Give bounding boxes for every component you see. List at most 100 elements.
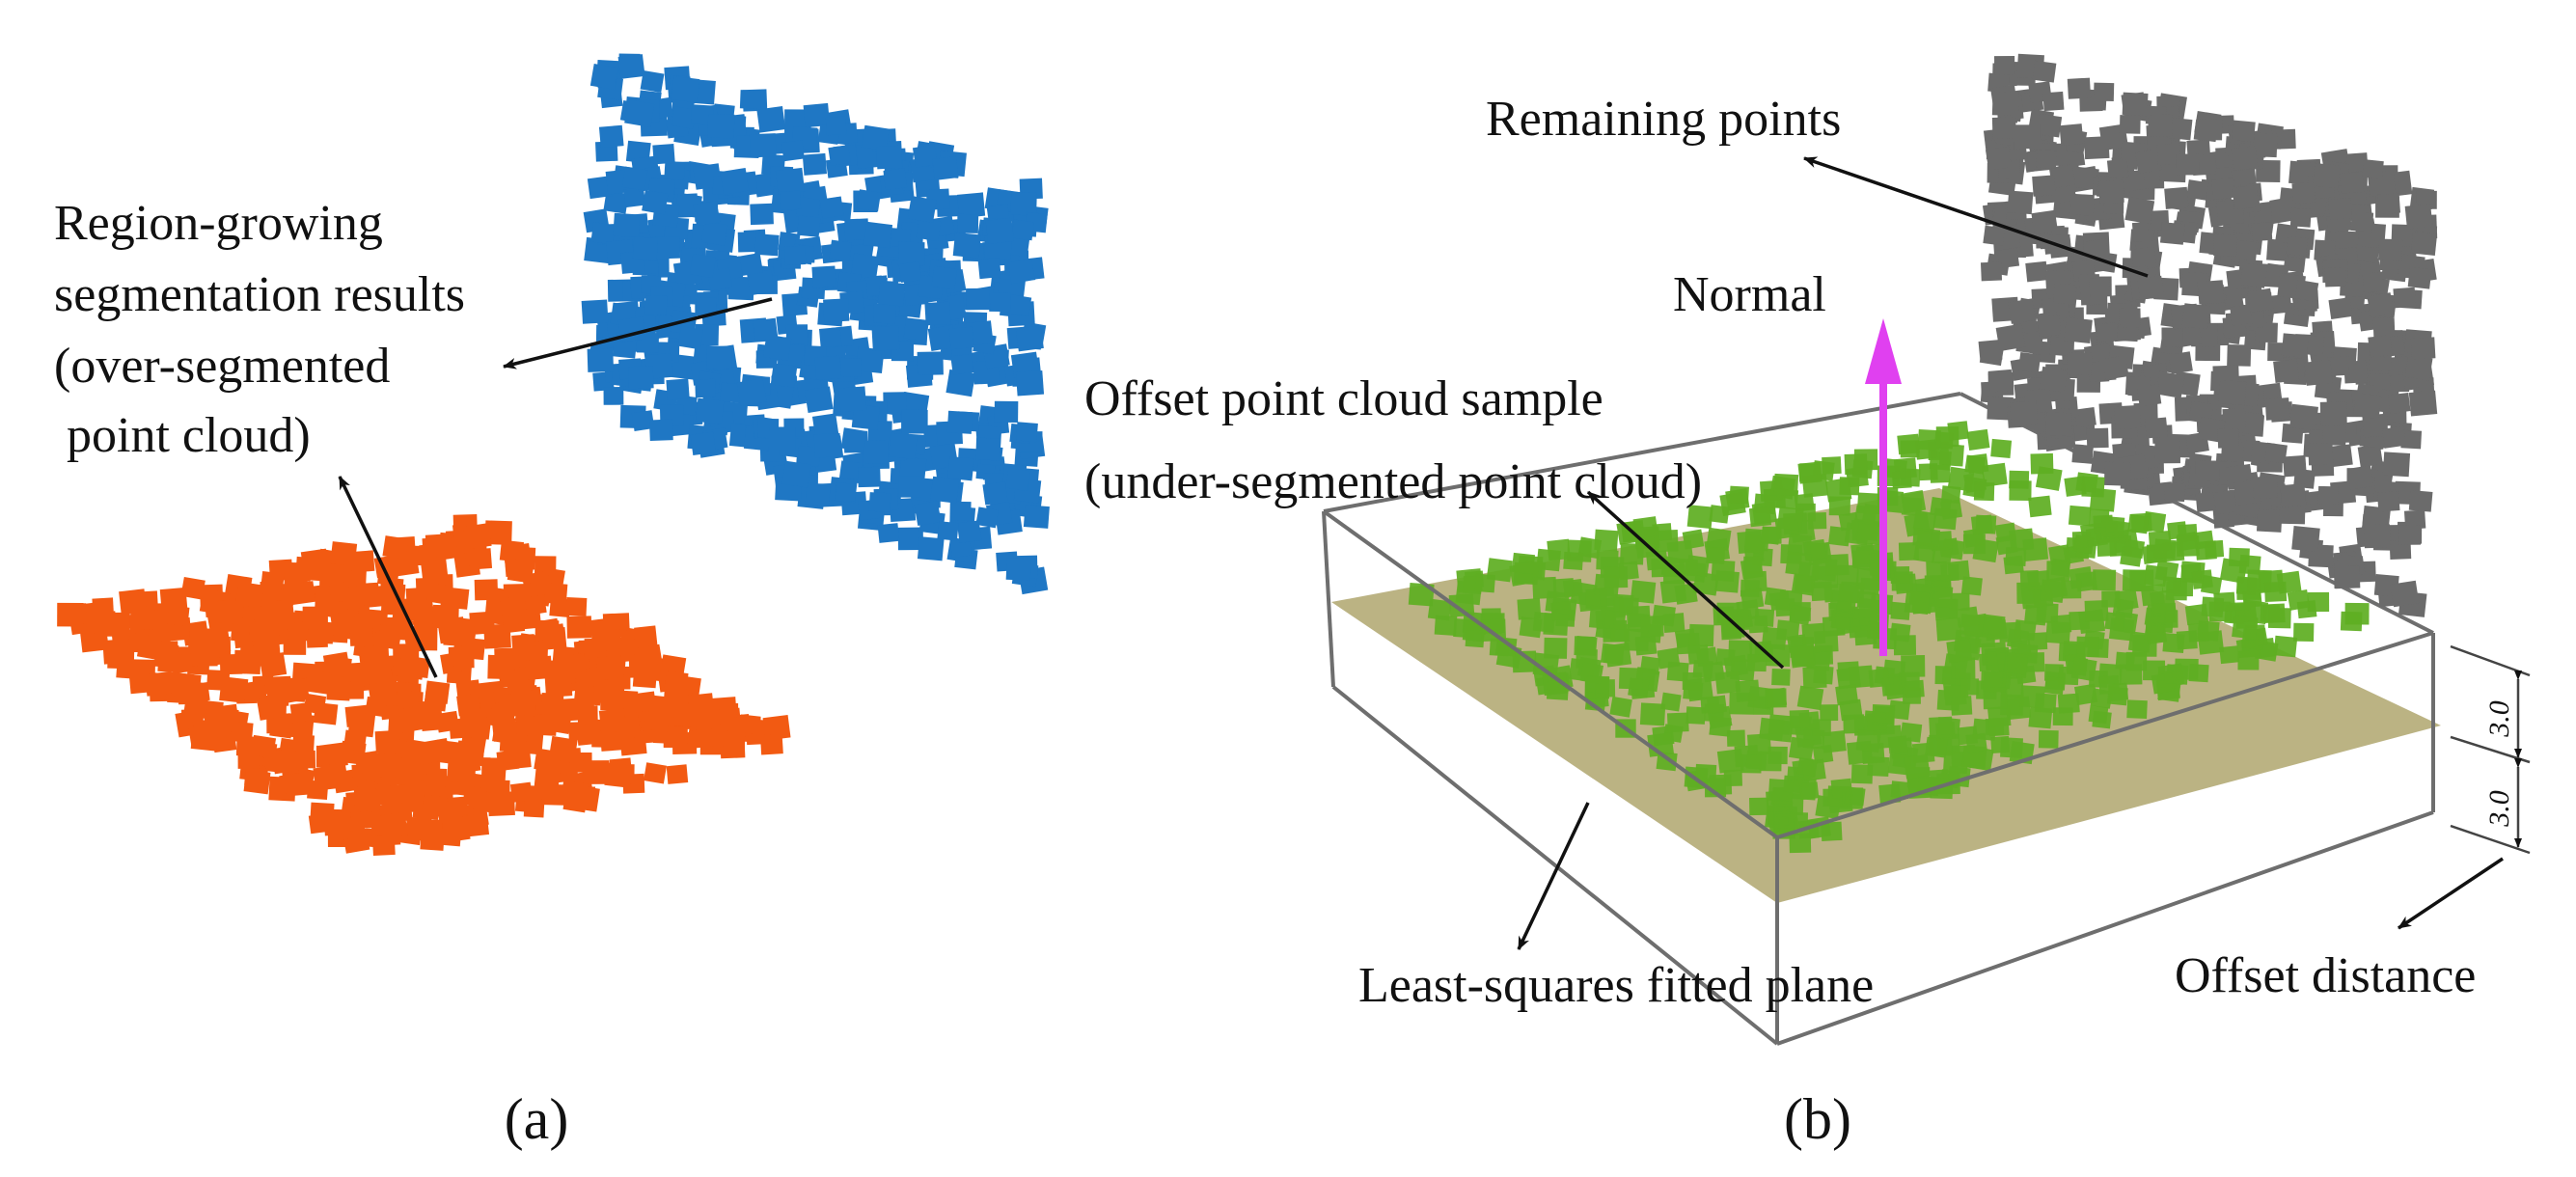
cloud-point: [2281, 423, 2304, 444]
cloud-point: [2129, 569, 2154, 592]
cloud-point: [2266, 238, 2291, 262]
cloud-point: [1990, 438, 2013, 458]
cloud-point: [1760, 526, 1781, 545]
cloud-point: [1604, 642, 1632, 668]
cloud-point: [883, 392, 907, 414]
cloud-point: [1748, 615, 1768, 634]
cloud-point: [2176, 153, 2200, 176]
cloud-point: [2327, 444, 2353, 468]
cloud-point: [2340, 172, 2365, 194]
cloud-point: [2212, 488, 2241, 515]
cloud-point: [2017, 351, 2042, 373]
offset-dimension: 3.0 3.0: [2450, 644, 2531, 855]
cloud-point: [524, 594, 547, 616]
cloud-point: [1903, 753, 1931, 780]
cloud-point: [858, 466, 881, 488]
cloud-point: [2154, 440, 2180, 464]
cloud-point: [523, 798, 545, 818]
cloud-point: [1408, 582, 1435, 607]
cloud-point: [1994, 56, 2015, 75]
cloud-point: [1935, 425, 1959, 448]
cloud-point: [2036, 113, 2063, 138]
cloud-point: [289, 701, 313, 724]
cloud-point: [2074, 407, 2096, 428]
cloud-point: [2025, 260, 2048, 283]
cloud-point: [2032, 60, 2057, 83]
cloud-point: [487, 654, 515, 680]
cloud-point: [1994, 522, 2017, 543]
cloud-point: [507, 558, 534, 584]
cloud-point: [458, 699, 480, 720]
cloud-point: [2164, 482, 2186, 503]
cloud-point: [1905, 679, 1925, 698]
cloud-point: [2327, 356, 2350, 376]
cloud-point: [589, 64, 618, 91]
cloud-point: [587, 176, 613, 200]
cloud-point: [1465, 629, 1485, 648]
cloud-point: [241, 679, 267, 704]
cloud-point: [304, 670, 332, 695]
cloud-point: [844, 218, 869, 241]
cloud-point: [897, 527, 924, 551]
cloud-point: [2089, 278, 2111, 297]
cloud-point: [623, 186, 646, 208]
cloud-point: [462, 523, 492, 550]
cloud-point: [587, 347, 615, 372]
panel-b-label: (b): [1784, 1087, 1851, 1151]
cloud-point: [2045, 620, 2071, 644]
cloud-point: [2070, 657, 2097, 682]
cloud-point: [2197, 620, 2220, 642]
cloud-point: [1962, 534, 1986, 555]
offset-sample-label-line-2: (under-segmented point cloud): [1084, 454, 1702, 509]
cloud-point: [237, 749, 260, 769]
cloud-point: [2165, 581, 2187, 601]
cloud-point: [2119, 115, 2141, 134]
cloud-point: [1618, 667, 1643, 690]
cloud-point: [851, 403, 880, 430]
cloud-point: [364, 651, 387, 672]
cloud-point: [260, 581, 283, 601]
cloud-point: [2086, 427, 2109, 449]
cloud-point: [390, 619, 414, 642]
cloud-point: [1932, 545, 1953, 565]
cloud-point: [1603, 610, 1627, 630]
cloud-point: [2032, 175, 2056, 197]
cloud-point: [2403, 509, 2426, 530]
cloud-point: [1889, 622, 1911, 643]
cloud-point: [1846, 466, 1869, 488]
cloud-point: [2043, 576, 2069, 599]
cloud-point: [1789, 604, 1812, 626]
cloud-point: [1011, 219, 1035, 241]
cloud-point: [347, 712, 376, 738]
cloud-point: [480, 765, 507, 789]
cloud-point: [180, 576, 206, 600]
cloud-point: [1666, 712, 1689, 733]
cloud-point: [577, 705, 598, 725]
cloud-point: [239, 644, 263, 667]
cloud-point: [1616, 520, 1644, 545]
cloud-point: [1930, 464, 1951, 483]
cloud-point: [2357, 444, 2383, 468]
cloud-point: [2237, 650, 2260, 671]
cloud-point: [946, 410, 973, 434]
cloud-point: [1959, 614, 1985, 637]
cloud-point: [736, 377, 767, 406]
cloud-point: [1746, 653, 1768, 672]
cloud-point: [813, 432, 841, 458]
cloud-point: [1796, 685, 1824, 711]
cloud-point: [562, 789, 589, 813]
cloud-point: [2408, 490, 2433, 512]
cloud-point: [1802, 666, 1827, 689]
cloud-point: [949, 537, 973, 559]
cloud-point: [2410, 337, 2436, 360]
cloud-point: [565, 597, 588, 616]
cloud-point: [2114, 404, 2141, 430]
cloud-point: [425, 534, 452, 559]
cloud-point: [2069, 611, 2091, 631]
cloud-point: [1850, 764, 1874, 784]
cloud-point: [2038, 315, 2061, 337]
cloud-point: [1662, 613, 1685, 634]
cloud-point: [291, 734, 315, 755]
cloud-point: [460, 637, 486, 661]
cloud-point: [2155, 370, 2185, 398]
